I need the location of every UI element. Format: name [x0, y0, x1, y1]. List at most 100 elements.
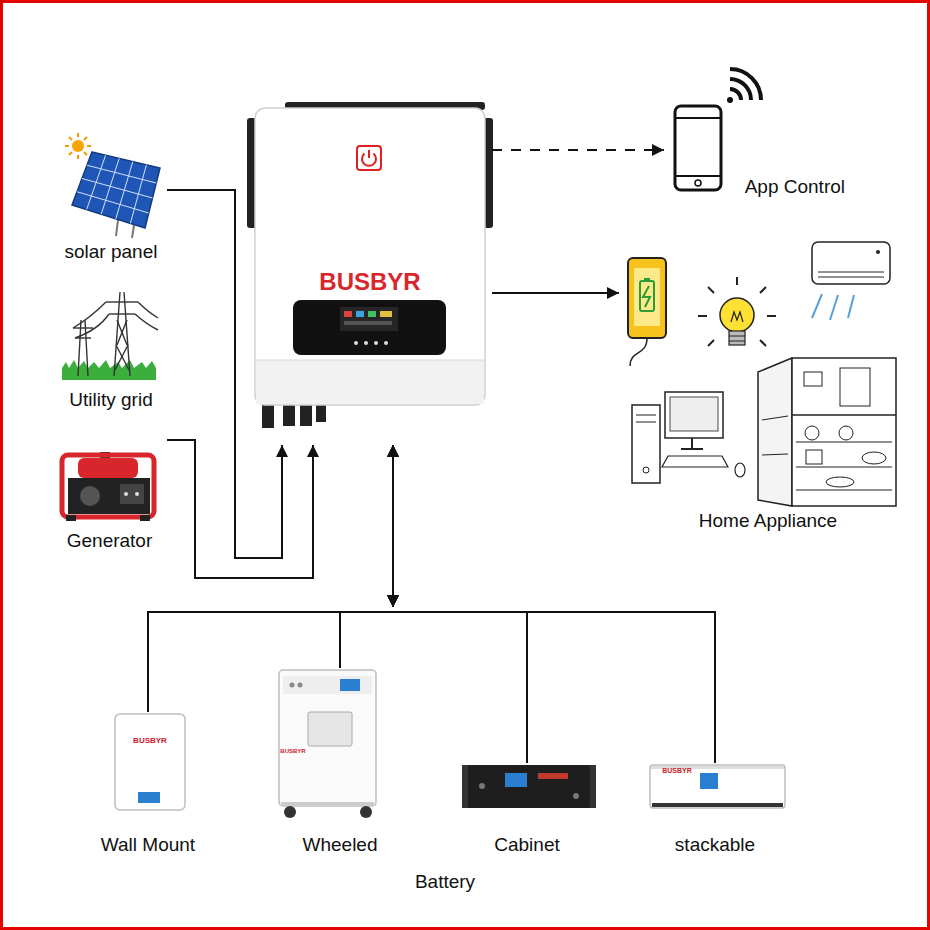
solar-panel-icon	[84, 137, 87, 140]
wheeled-battery	[360, 806, 372, 818]
home-appliance-illustration	[670, 397, 718, 431]
source-label: Utility grid	[55, 283, 167, 413]
inverter-housing	[255, 108, 485, 405]
connector	[340, 445, 393, 668]
solar-panel-icon	[87, 145, 91, 147]
inverter-housing	[354, 341, 358, 345]
home-appliance-illustration	[812, 294, 854, 320]
battery-label: Wall Mount	[95, 712, 201, 858]
home-appliance-illustration	[839, 426, 853, 440]
battery-link-arrow	[392, 445, 394, 607]
home-appliance-illustration	[729, 341, 745, 342]
inverter-housing	[247, 102, 493, 428]
home-appliance-illustration	[630, 338, 647, 366]
input-wire	[167, 440, 313, 578]
home-appliance-illustration	[665, 392, 723, 438]
smartphone-icon	[730, 69, 761, 100]
solar-panel-icon	[72, 140, 84, 152]
app-label: App Control	[665, 65, 850, 200]
generator-icon	[68, 478, 150, 514]
generator-icon	[80, 486, 100, 506]
inverter-housing	[368, 311, 376, 317]
home-appliance-illustration	[812, 242, 890, 284]
home-appliance-illustration	[735, 463, 745, 477]
battery-link-arrow	[392, 445, 394, 607]
node-text: Cabinet	[494, 834, 560, 856]
wheeled-battery	[279, 670, 376, 818]
brand-mark: BUSBYR	[280, 748, 305, 755]
battery-link-arrow	[392, 445, 394, 607]
wheeled-battery	[308, 712, 352, 746]
home-appliance-illustration	[806, 450, 822, 464]
home-appliance-illustration	[818, 277, 884, 278]
node-text: Generator	[67, 530, 153, 552]
load-label: Home Appliance	[620, 232, 916, 534]
inverter-housing	[384, 341, 388, 345]
home-appliance-illustration	[640, 281, 654, 311]
cabinet-battery	[479, 783, 485, 789]
home-appliance-illustration	[758, 358, 792, 506]
solar-panel-icon	[69, 137, 72, 140]
home-appliance-illustration	[632, 405, 660, 483]
inverter-housing	[374, 341, 378, 345]
home-appliance-illustration	[760, 340, 766, 346]
home-appliance-illustration	[698, 315, 707, 317]
node-text: Utility grid	[69, 389, 152, 411]
utility-grid-icon	[62, 292, 158, 380]
smartphone-icon	[675, 175, 721, 177]
smartphone-icon	[675, 106, 721, 190]
inverter-housing	[344, 311, 352, 317]
inverter-housing	[357, 146, 381, 170]
solar-panel-icon	[69, 152, 72, 155]
node-text: App Control	[745, 176, 845, 198]
home-appliance-illustration	[681, 448, 703, 450]
label-holder: BUSBYR	[280, 748, 305, 755]
solar-panel-icon	[87, 165, 156, 183]
inverter-housing	[356, 311, 364, 317]
inverter-housing	[256, 360, 484, 404]
label-holder: BUSBYR	[133, 737, 167, 746]
solar-panel-icon	[65, 133, 91, 159]
brand-mark: BUSBYR	[662, 767, 692, 775]
stackable-battery	[650, 765, 785, 808]
generator-icon	[78, 458, 138, 478]
home-appliance-illustration	[643, 286, 650, 307]
battery-label: stackable	[645, 763, 785, 858]
home-appliance-illustration	[720, 298, 754, 332]
home-appliance-illustration	[762, 454, 788, 455]
generator-icon	[62, 452, 154, 521]
home-appliance-illustration	[662, 456, 728, 467]
connector	[492, 293, 619, 294]
home-appliance-illustration	[636, 415, 656, 416]
node-text: BUSBYR	[319, 267, 420, 296]
connector	[393, 445, 715, 763]
label-holder: BUSBYR	[662, 767, 692, 775]
wheeled-battery	[279, 670, 376, 806]
node-text: Wheeled	[303, 834, 378, 856]
utility-grid-icon	[116, 345, 129, 370]
wheeled-battery	[281, 802, 374, 806]
home-appliance-illustration	[736, 277, 738, 285]
wheeled-battery	[340, 679, 360, 691]
home-appliance-illustration	[643, 467, 649, 473]
inverter-housing	[256, 360, 484, 361]
home-appliance-illustration	[767, 315, 776, 317]
battery-bus-wire	[340, 612, 393, 668]
generator-icon	[120, 484, 144, 504]
home-appliance-illustration	[796, 442, 892, 443]
inverter-box: BUSBYR	[248, 103, 492, 445]
battery-bus-wire	[393, 612, 527, 763]
input-wire	[167, 190, 282, 558]
generator-icon	[135, 492, 139, 496]
home-appliance-illustration	[818, 272, 884, 273]
battery-label: Wheeled	[275, 668, 405, 858]
stackable-battery	[700, 773, 718, 789]
utility-grid-icon	[135, 314, 158, 330]
home-appliance-illustration	[731, 312, 743, 322]
home-appliance-illustration	[708, 287, 714, 293]
solar-panel-icon	[77, 155, 79, 159]
utility-grid-icon	[109, 313, 135, 314]
smartphone-icon	[675, 69, 761, 190]
utility-grid-icon	[62, 360, 156, 380]
